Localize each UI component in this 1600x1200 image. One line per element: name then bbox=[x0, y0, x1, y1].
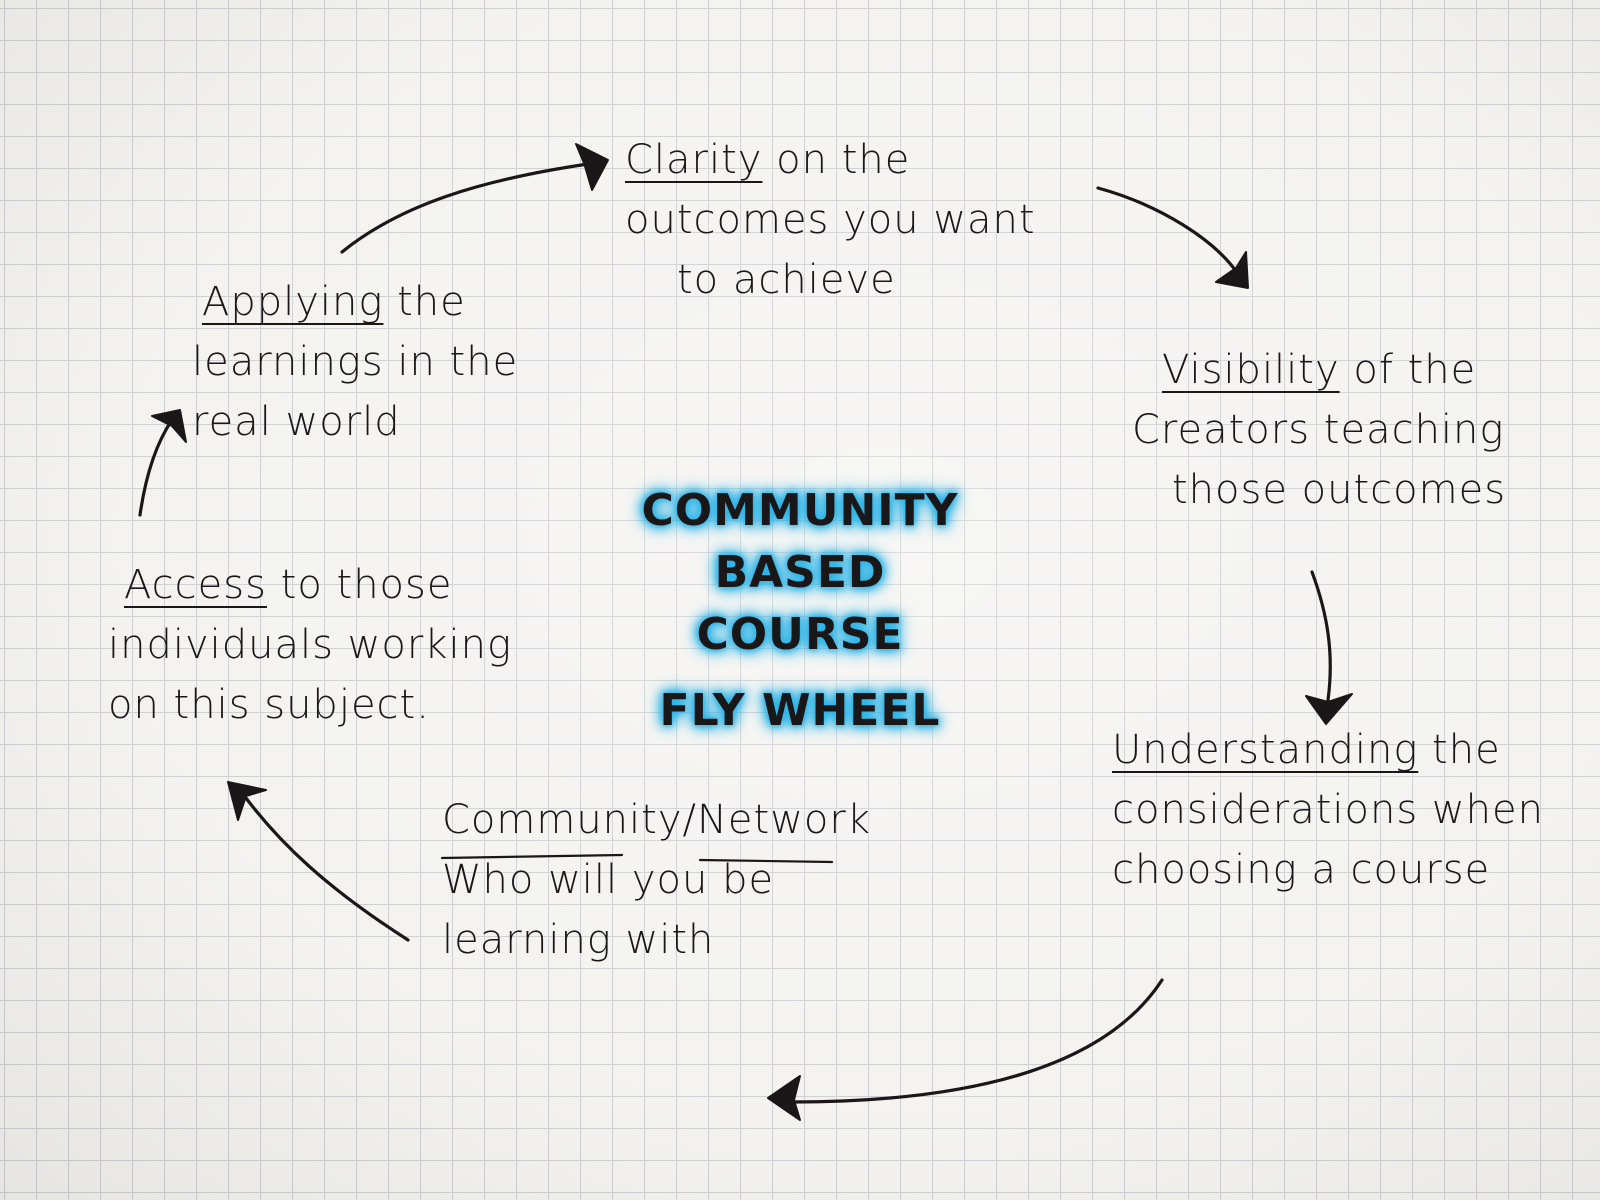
node-visibility: Visibility of the Creators teaching thos… bbox=[1132, 340, 1506, 520]
node-understanding-line-1-rest: the bbox=[1418, 727, 1501, 773]
node-understanding-keyword: Understanding bbox=[1112, 727, 1419, 773]
node-community-keyword-2: Network bbox=[697, 797, 872, 843]
center-title-line-3: COURSE bbox=[696, 609, 904, 660]
underline-community-keyword bbox=[440, 853, 624, 860]
node-clarity-keyword: Clarity bbox=[625, 137, 763, 183]
node-community-separator: / bbox=[682, 797, 697, 843]
node-visibility-line-1-rest: of the bbox=[1339, 347, 1477, 393]
center-title-line-1: COMMUNITY bbox=[641, 485, 959, 536]
node-visibility-line-1: Visibility of the bbox=[1132, 340, 1506, 400]
node-visibility-line-3: those outcomes bbox=[1172, 467, 1507, 513]
node-community-keyword: Community bbox=[442, 797, 683, 843]
arrow-applying-to-clarity bbox=[340, 162, 590, 254]
arrowhead-community bbox=[767, 1075, 801, 1121]
node-understanding-line-1: Understanding the bbox=[1112, 720, 1544, 780]
node-clarity-line-1-rest: on the bbox=[762, 137, 911, 183]
node-clarity-line-1: Clarity on the bbox=[625, 130, 1036, 190]
node-understanding: Understanding the considerations when ch… bbox=[1112, 720, 1544, 900]
arrow-clarity-to-visibility bbox=[1096, 186, 1240, 276]
node-access-keyword: Access bbox=[124, 562, 267, 608]
center-title-line-2: BASED bbox=[714, 547, 886, 598]
arrow-visibility-to-understanding bbox=[1310, 570, 1332, 702]
node-access-line-2: individuals working bbox=[108, 622, 512, 668]
node-applying: Applying the learnings in the real world bbox=[192, 272, 518, 452]
arrow-understanding-to-community bbox=[790, 978, 1164, 1104]
node-access-line-1-rest: to those bbox=[266, 562, 453, 608]
center-title: COMMUNITY BASED COURSE FLY WHEEL bbox=[630, 480, 970, 742]
node-clarity-line-3: to achieve bbox=[677, 257, 896, 303]
node-applying-line-1-rest: the bbox=[383, 279, 466, 325]
node-clarity-line-2: outcomes you want bbox=[625, 197, 1036, 243]
arrow-access-to-applying bbox=[138, 418, 174, 517]
node-access-line-1: Access to those bbox=[108, 555, 512, 615]
underline-network-keyword bbox=[698, 858, 834, 864]
arrowhead-visibility bbox=[1215, 251, 1249, 289]
node-understanding-line-3: choosing a course bbox=[1112, 847, 1491, 893]
node-understanding-line-2: considerations when bbox=[1112, 787, 1544, 833]
arrowhead-clarity bbox=[575, 143, 609, 191]
arrowhead-understanding bbox=[1305, 693, 1353, 725]
node-applying-line-3: real world bbox=[192, 399, 401, 445]
node-community-line-1: Community/Network bbox=[442, 790, 871, 850]
node-visibility-line-2: Creators teaching bbox=[1132, 407, 1505, 453]
arrowhead-access bbox=[227, 781, 267, 821]
arrowhead-applying bbox=[151, 409, 187, 443]
node-applying-keyword: Applying bbox=[202, 279, 384, 325]
node-clarity: Clarity on the outcomes you want to achi… bbox=[625, 130, 1036, 310]
arrow-community-to-access bbox=[238, 788, 410, 942]
node-community: Community/Network Who will you be learni… bbox=[442, 790, 871, 970]
node-access-line-3: on this subject. bbox=[108, 682, 430, 728]
node-applying-line-2: learnings in the bbox=[192, 339, 519, 385]
node-access: Access to those individuals working on t… bbox=[108, 555, 512, 735]
node-applying-line-1: Applying the bbox=[192, 272, 518, 332]
center-title-line-4: FLY WHEEL bbox=[659, 685, 941, 736]
node-community-line-3: learning with bbox=[442, 917, 715, 963]
node-community-line-2: Who will you be bbox=[442, 857, 775, 903]
node-visibility-keyword: Visibility bbox=[1162, 347, 1340, 393]
